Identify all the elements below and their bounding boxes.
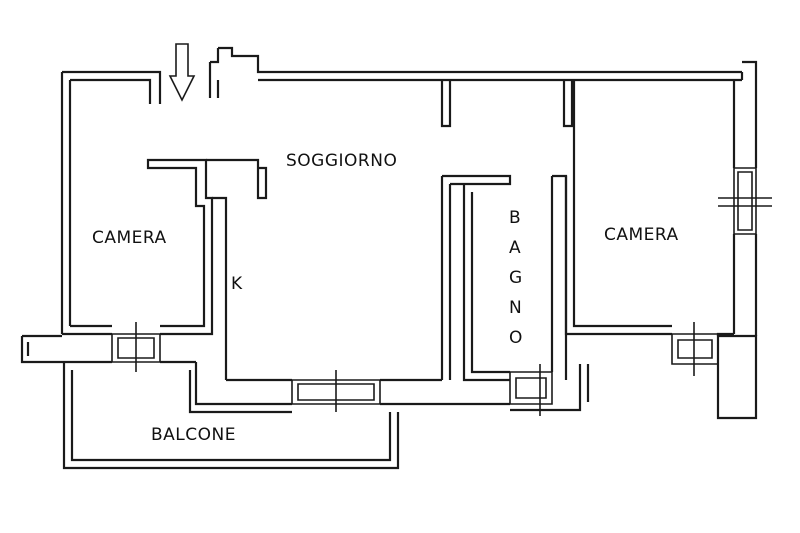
bagno-letter-a: A (509, 238, 521, 258)
bagno-letter-b: B (509, 208, 521, 228)
soggiorno-label: SOGGIORNO (286, 151, 397, 171)
balcone-label: BALCONE (151, 425, 236, 445)
camera-left-walls (20, 158, 214, 372)
camera-left-label: CAMERA (92, 228, 167, 248)
soggiorno-walls (206, 80, 574, 412)
kitchen-label: K (231, 274, 243, 294)
camera-right-walls (510, 80, 734, 412)
entrance-arrow-icon (168, 43, 196, 102)
bagno-letter-o: O (509, 328, 522, 348)
outer-walls (60, 46, 772, 420)
balcone-walls (62, 360, 510, 470)
bagno-letter-g: G (509, 268, 522, 288)
camera-right-label: CAMERA (604, 225, 679, 245)
bagno-letter-n: N (509, 298, 522, 318)
